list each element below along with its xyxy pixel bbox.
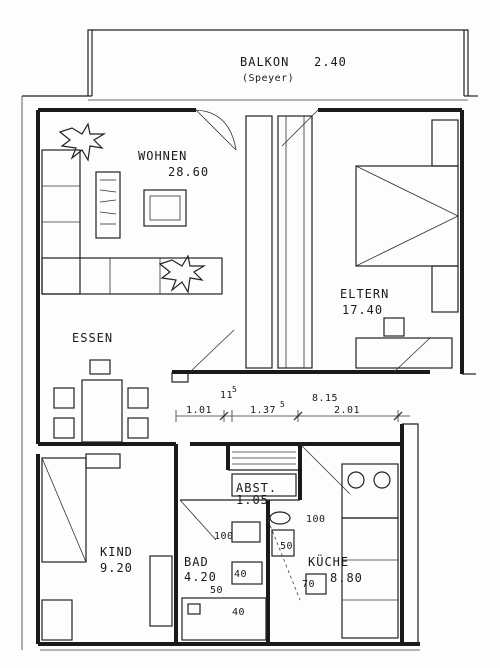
kueche-name: KÜCHE <box>308 555 350 569</box>
balkon-name: BALKON <box>240 55 290 69</box>
child-room-furniture <box>41 453 173 641</box>
bedroom-furniture <box>355 119 459 369</box>
outer-walls <box>21 96 476 651</box>
interior-walls <box>38 115 430 644</box>
dimension-2: 11 <box>220 390 234 401</box>
fixture-label-40-bottom: 40 <box>232 607 246 618</box>
kind-name: KIND <box>100 545 133 559</box>
bad-name: BAD <box>184 555 209 569</box>
fixture-label-40-basin: 40 <box>234 569 248 580</box>
wohnen-area: 28.60 <box>168 165 210 179</box>
fixture-label-100-right: 100 <box>306 514 326 525</box>
kind-area: 9.20 <box>100 561 133 575</box>
dimension-3: 1.37 <box>250 405 277 416</box>
balkon-note: (Speyer) <box>242 73 295 84</box>
abst-name: ABST. <box>236 481 278 495</box>
wohnen-name: WOHNEN <box>138 149 188 163</box>
living-room-furniture <box>41 122 223 443</box>
dimension-5: 2.01 <box>334 405 361 416</box>
fixture-label-50-bath: 50 <box>210 585 224 596</box>
bathroom-fixtures <box>181 473 297 641</box>
dimension-1: 1.01 <box>186 405 213 416</box>
kitchen-fixtures <box>305 463 399 639</box>
fixture-label-100-left: 100 <box>214 531 234 542</box>
essen-name: ESSEN <box>72 331 114 345</box>
dimension-3-sup: 5 <box>280 400 286 409</box>
eltern-name: ELTERN <box>340 287 390 301</box>
bad-area: 4.20 <box>184 570 217 584</box>
kueche-area: 8.80 <box>330 571 363 585</box>
balcony-outline <box>22 29 478 101</box>
eltern-area: 17.40 <box>342 303 384 317</box>
shaft-hatch <box>232 451 301 601</box>
dimension-line <box>175 410 410 422</box>
fixture-label-50-shower: 50 <box>280 541 294 552</box>
fixture-label-70: 70 <box>302 579 316 590</box>
dimension-2-sup: 5 <box>232 385 238 394</box>
door-swings <box>179 109 431 541</box>
abst-area: 1.05 <box>236 493 269 507</box>
dimension-4: 8.15 <box>312 393 339 404</box>
balkon-area: 2.40 <box>314 55 347 69</box>
